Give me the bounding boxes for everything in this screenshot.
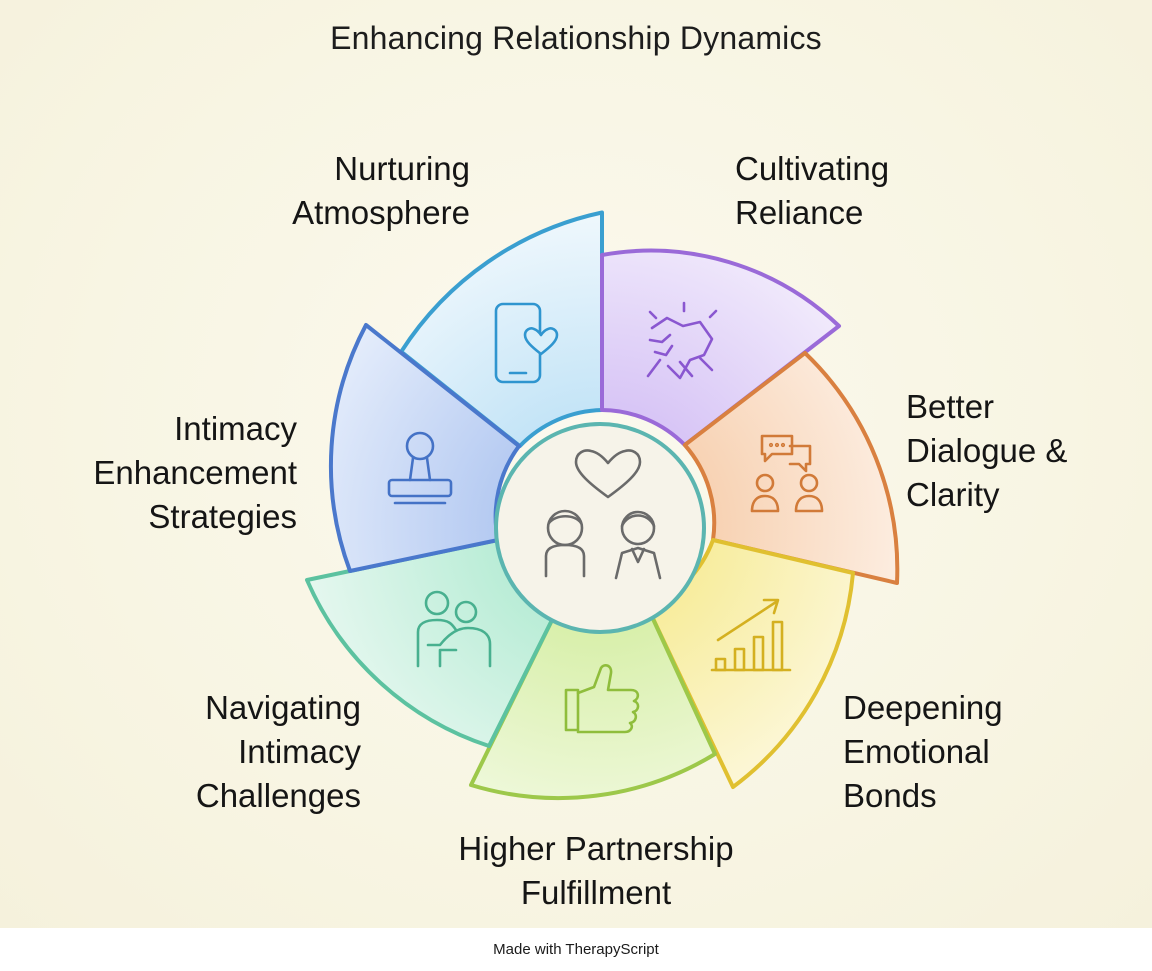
- label-better-dialogue: Better Dialogue & Clarity: [906, 388, 1068, 513]
- embrace-icon: [416, 590, 492, 668]
- center-circle: [494, 422, 706, 634]
- diagram-title: Enhancing Relationship Dynamics: [330, 20, 822, 56]
- label-higher-fulfillment: Higher Partnership Fulfillment: [458, 830, 734, 911]
- label-navigating-challenges: Navigating Intimacy Challenges: [195, 689, 361, 814]
- label-deepening-bonds: Deepening Emotional Bonds: [843, 689, 1003, 814]
- segment-nurturing-atmosphere: [399, 210, 604, 449]
- relationship-wheel: [305, 210, 900, 801]
- conversation-icon: [750, 434, 824, 513]
- phone-heart-icon: [494, 302, 559, 384]
- stamp-icon: [387, 431, 453, 505]
- couple-heart-icon: [544, 449, 662, 580]
- thumbs-up-icon: [564, 663, 640, 734]
- label-cultivating-reliance: Cultivating Reliance: [735, 150, 890, 231]
- handshake-icon: [646, 301, 718, 380]
- segment-better-dialogue: [682, 351, 900, 585]
- growth-chart-icon: [710, 598, 792, 672]
- footer-credit: Made with TherapyScript: [0, 928, 1152, 971]
- segment-cultivating-reliance: [600, 248, 841, 447]
- label-intimacy-strategies: Intimacy Enhancement Strategies: [93, 410, 297, 535]
- label-nurturing-atmosphere: Nurturing Atmosphere: [292, 150, 470, 231]
- segment-intimacy-strategies: [328, 323, 521, 573]
